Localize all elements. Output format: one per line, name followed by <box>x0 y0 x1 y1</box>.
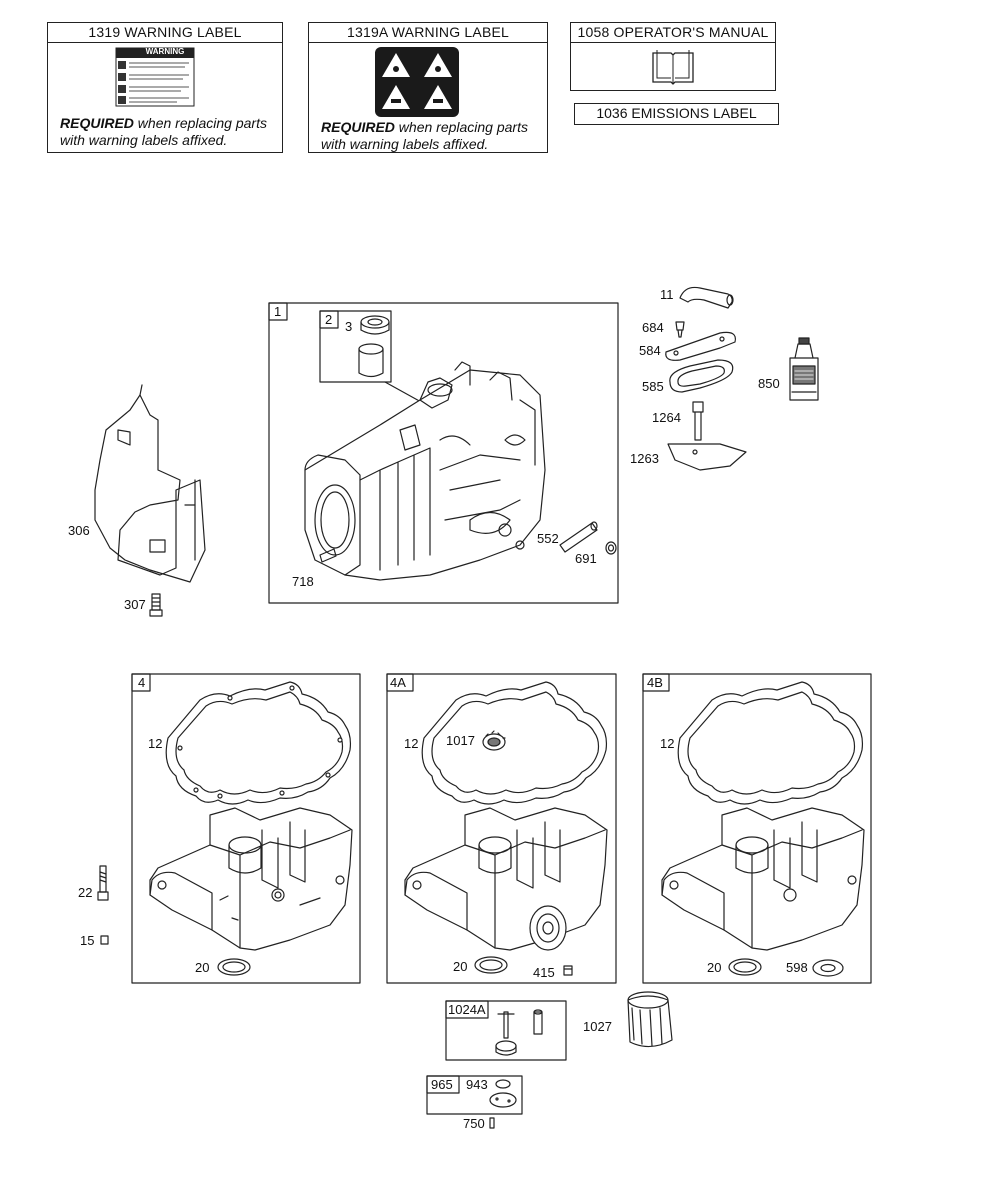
warning-label-required-note: REQUIRED when replacing parts with warni… <box>60 115 267 149</box>
required-bold: REQUIRED <box>321 119 395 135</box>
safety-pictogram-icon <box>375 47 459 117</box>
warning-decal-icon <box>115 47 195 107</box>
required-text-line2: with warning labels affixed. <box>60 132 228 148</box>
callout-12-sump-4a: 12 <box>404 736 419 751</box>
warning-label-a-title: 1319A WARNING LABEL <box>309 23 547 43</box>
warning-label-a-required-note: REQUIRED when replacing parts with warni… <box>321 119 528 153</box>
callout-307: 307 <box>124 597 146 612</box>
callout-584: 584 <box>639 343 661 358</box>
required-bold: REQUIRED <box>60 115 134 131</box>
required-text: when replacing parts <box>133 115 267 131</box>
sump-4-tag: 4 <box>138 675 146 690</box>
callout-20-sump-4b: 20 <box>707 960 722 975</box>
manual-book-icon <box>652 50 694 85</box>
callout-943: 943 <box>466 1077 488 1092</box>
warning-label-title: 1319 WARNING LABEL <box>48 23 282 43</box>
gasket-12-drawing <box>165 681 352 805</box>
callout-12-sump-4b: 12 <box>660 736 675 751</box>
callout-3: 3 <box>345 319 353 334</box>
callout-11: 11 <box>660 287 674 302</box>
governor-kit-box <box>445 1000 567 1061</box>
cylinder-group-tag: 1 <box>274 304 282 319</box>
callout-12-sump-4: 12 <box>148 736 163 751</box>
warning-decal-heading: WARNING <box>145 47 185 56</box>
operators-manual-title: 1058 OPERATOR'S MANUAL <box>571 23 775 43</box>
callout-552: 552 <box>537 531 559 546</box>
piston-sleeve-tag: 2 <box>325 312 333 327</box>
callout-850: 850 <box>758 376 780 391</box>
callout-306: 306 <box>68 523 90 538</box>
callout-1027: 1027 <box>583 1019 612 1034</box>
callout-22: 22 <box>78 885 93 900</box>
callout-585: 585 <box>642 379 664 394</box>
shroud-drawing <box>94 394 206 583</box>
callout-20-sump-4: 20 <box>195 960 210 975</box>
emissions-label-box: 1036 EMISSIONS LABEL <box>574 103 779 125</box>
sump-4b-tag: 4B <box>647 675 663 690</box>
operators-manual-box: 1058 OPERATOR'S MANUAL <box>570 22 776 91</box>
callout-15: 15 <box>80 933 95 948</box>
callout-1263: 1263 <box>630 451 659 466</box>
warning-label-box: 1319 WARNING LABEL WARNING REQUIRED when… <box>47 22 283 153</box>
callout-684: 684 <box>642 320 664 335</box>
callout-718: 718 <box>292 574 314 589</box>
required-text-line2: with warning labels affixed. <box>321 136 489 152</box>
callout-1264: 1264 <box>652 410 681 425</box>
gasket-kit-box <box>426 1075 523 1115</box>
piston-sleeve-subbox <box>319 310 392 383</box>
gasket-kit-tag: 965 <box>431 1077 453 1092</box>
callout-1017: 1017 <box>446 733 475 748</box>
callout-598: 598 <box>786 960 808 975</box>
sump-4a-tag: 4A <box>390 675 406 690</box>
callout-415: 415 <box>533 965 555 980</box>
warning-label-a-box: 1319A WARNING LABEL REQUIRED when replac… <box>308 22 548 153</box>
cylinder-block-drawing <box>304 369 546 581</box>
callout-691: 691 <box>575 551 597 566</box>
required-text: when replacing parts <box>394 119 528 135</box>
callout-750: 750 <box>463 1116 485 1131</box>
governor-kit-tag: 1024A <box>448 1002 486 1017</box>
callout-20-sump-4a: 20 <box>453 959 468 974</box>
